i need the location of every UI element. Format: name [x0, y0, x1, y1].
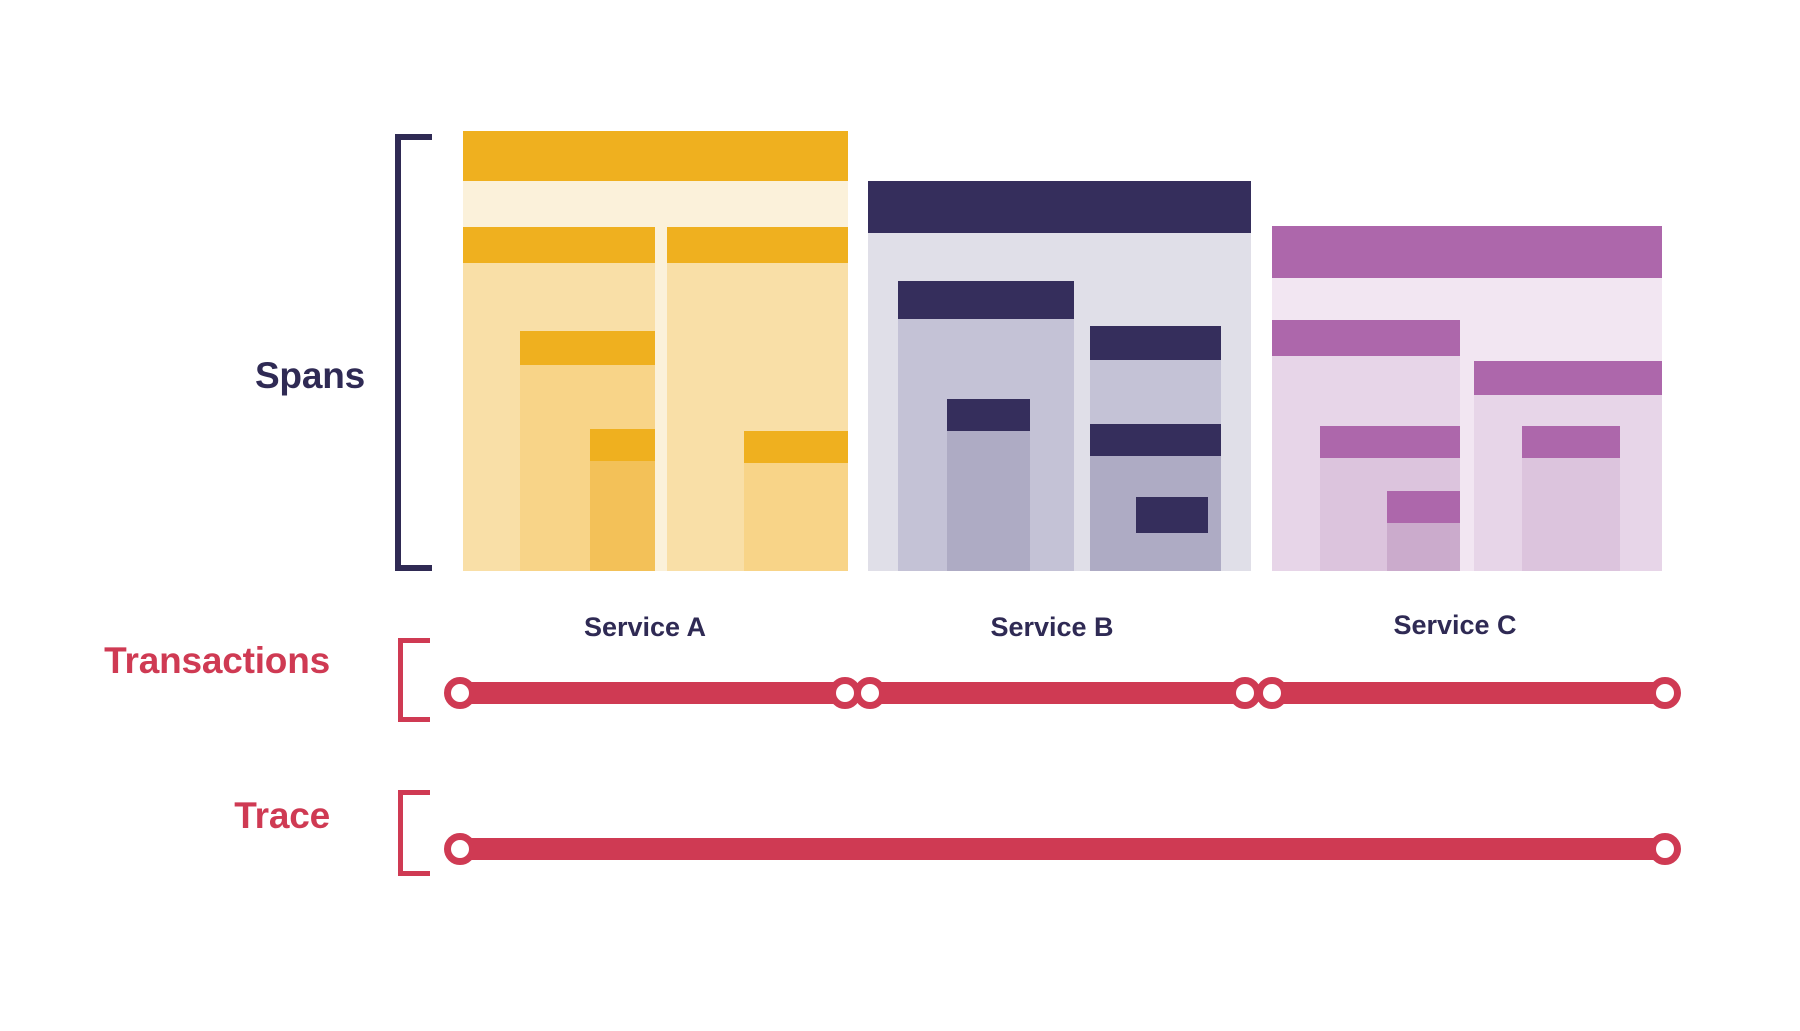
- span-head: [463, 227, 655, 263]
- span-head: [868, 181, 1251, 233]
- span-head: [463, 131, 848, 181]
- service-group-service-c: [1272, 0, 1662, 571]
- span-block: [947, 399, 1030, 571]
- span-head: [1272, 226, 1662, 278]
- service-caption-service-c: Service C: [1393, 610, 1517, 640]
- span-head: [667, 227, 848, 263]
- span-head: [1474, 361, 1662, 395]
- spans-row-label: Spans: [254, 355, 365, 396]
- span-block: [1136, 497, 1208, 571]
- service-caption-service-a: Service A: [583, 612, 707, 642]
- span-head: [1136, 497, 1208, 533]
- trace-span-full-end-node[interactable]: [1649, 833, 1681, 865]
- trace-span-full-bar: [460, 838, 1665, 860]
- service-group-service-a: [463, 0, 848, 571]
- transactions-row-label: Transactions: [104, 640, 330, 681]
- service-group-service-b: [868, 0, 1251, 571]
- spans-bracket: [395, 134, 432, 571]
- span-head: [947, 399, 1030, 431]
- transaction-service-a-start-node[interactable]: [444, 677, 476, 709]
- span-head: [1090, 424, 1221, 456]
- span-head: [590, 429, 655, 461]
- span-head: [1387, 491, 1460, 523]
- span-block: [1387, 491, 1460, 571]
- trace-bracket: [398, 790, 430, 876]
- span-head: [744, 431, 848, 463]
- span-head: [1320, 426, 1460, 458]
- span-block: [1522, 426, 1620, 571]
- spans-area: [463, 0, 1662, 571]
- transaction-service-c-bar: [1272, 682, 1665, 704]
- trace-span-full-start-node[interactable]: [444, 833, 476, 865]
- span-head: [1272, 320, 1460, 356]
- span-head: [898, 281, 1074, 319]
- span-block: [744, 431, 848, 571]
- transaction-service-c-end-node[interactable]: [1649, 677, 1681, 709]
- span-head: [520, 331, 655, 365]
- transaction-service-b-bar: [870, 682, 1245, 704]
- transactions-bracket: [398, 638, 430, 722]
- trace-row-label: Trace: [234, 795, 330, 836]
- span-head: [1522, 426, 1620, 458]
- transaction-service-c-start-node[interactable]: [1256, 677, 1288, 709]
- service-caption-service-b: Service B: [990, 612, 1114, 642]
- transaction-service-a-bar: [460, 682, 845, 704]
- transaction-service-b-start-node[interactable]: [854, 677, 886, 709]
- span-block: [590, 429, 655, 571]
- span-head: [1090, 326, 1221, 360]
